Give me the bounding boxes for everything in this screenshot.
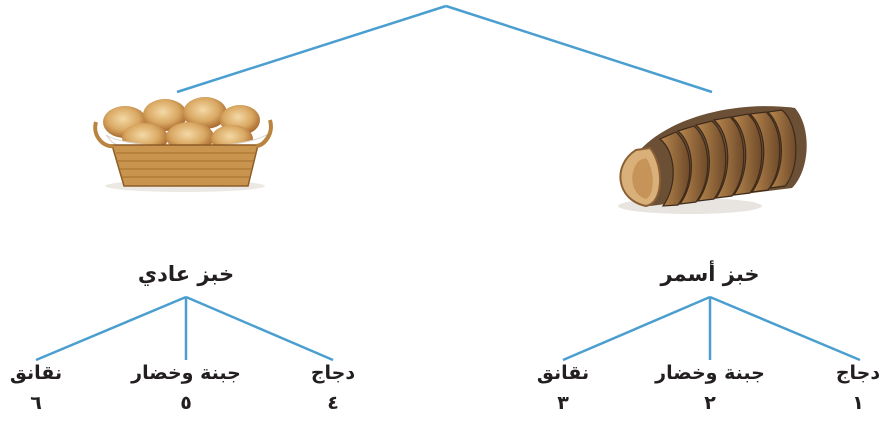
leaf-line-brown-3 [562,295,711,362]
branch-line-brown [445,4,713,94]
filling-number-1: ١ [852,392,864,414]
filling-number-5: ٥ [180,392,192,414]
leaf-line-white-6 [35,295,187,362]
filling-number-4: ٤ [327,392,339,414]
bread-rolls-basket-image [93,97,273,192]
filling-label-2: جبنة وخضار [655,362,765,384]
branch-line-white [176,4,447,94]
leaf-line-white-4 [185,295,334,362]
filling-number-6: ٦ [30,392,42,414]
filling-label-6: نقانق [9,362,63,384]
filling-number-3: ٣ [557,392,569,414]
bread-label-white: خبز عادي [137,262,235,286]
bread-label-brown: خبز أسمر [660,262,760,286]
tree-lines [35,4,861,362]
filling-label-3: نقانق [536,362,590,384]
sliced-brown-bread-image [618,106,807,214]
filling-label-1: دجاج [835,362,881,384]
filling-label-5: جبنة وخضار [131,362,241,384]
filling-number-2: ٢ [704,392,716,414]
filling-label-4: دجاج [310,362,356,384]
leaf-line-brown-1 [709,295,861,362]
